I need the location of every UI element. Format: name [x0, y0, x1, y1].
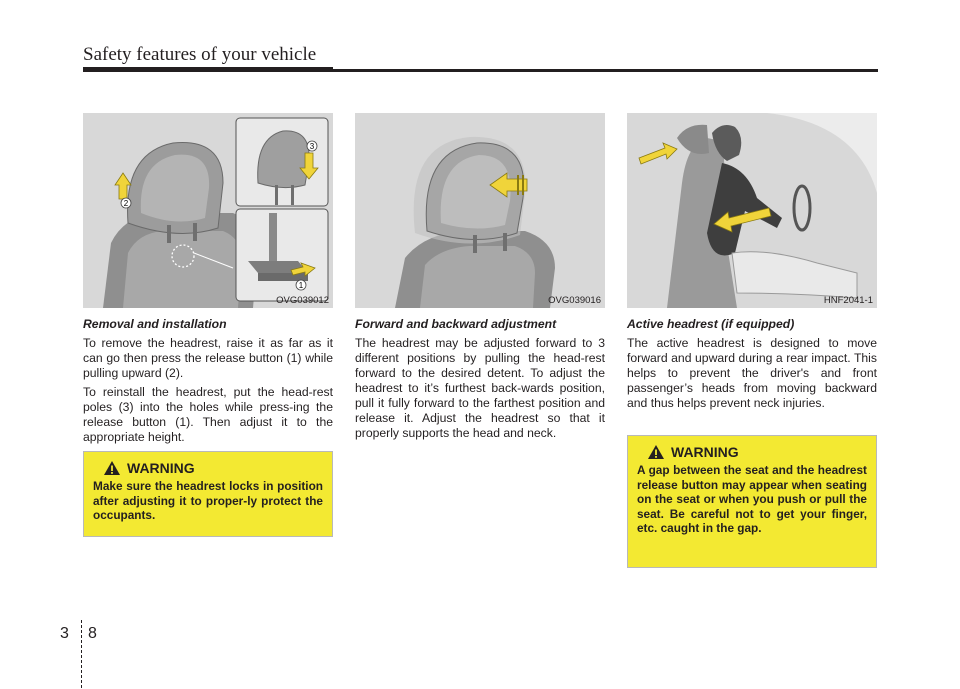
warning-header: WARNING [647, 444, 867, 460]
paragraph: To remove the headrest, raise it as far … [83, 336, 333, 380]
warning-box-headrest-lock: WARNING Make sure the headrest locks in … [83, 451, 333, 537]
figure-headrest-adjustment: OVG039016 [355, 113, 605, 308]
callout-1: 1 [299, 281, 304, 290]
section-title: Safety features of your vehicle [83, 44, 317, 65]
warning-icon [104, 461, 120, 475]
chapter-number: 3 [60, 625, 69, 642]
active-headrest-illustration [627, 113, 877, 308]
warning-title: WARNING [671, 444, 739, 460]
paragraph: To reinstall the headrest, put the head-… [83, 385, 333, 444]
callout-3: 3 [310, 142, 315, 151]
body-forward-backward: The headrest may be adjusted forward to … [355, 336, 605, 445]
figure-active-headrest: HNF2041-1 [627, 113, 877, 308]
figure-headrest-removal: 2 3 1 OVG039012 [83, 113, 333, 308]
paragraph: The active headrest is designed to move … [627, 336, 877, 410]
headrest-adjustment-illustration [355, 113, 605, 308]
warning-title: WARNING [127, 460, 195, 476]
body-active-headrest: The active headrest is designed to move … [627, 336, 877, 415]
body-removal-installation: To remove the headrest, raise it as far … [83, 336, 333, 449]
warning-text: Make sure the headrest locks in position… [93, 479, 323, 523]
heading-forward-backward: Forward and backward adjustment [355, 317, 557, 331]
headrest-removal-illustration: 2 3 1 [83, 113, 333, 308]
warning-header: WARNING [103, 460, 323, 476]
page-number-divider [81, 620, 83, 688]
figure-code: OVG039016 [548, 295, 601, 306]
heading-active-headrest: Active headrest (if equipped) [627, 317, 795, 331]
paragraph: The headrest may be adjusted forward to … [355, 336, 605, 440]
warning-text: A gap between the seat and the headrest … [637, 463, 867, 536]
warning-icon [648, 445, 664, 459]
page-number: 8 [88, 625, 97, 642]
figure-code: OVG039012 [276, 295, 329, 306]
heading-removal-installation: Removal and installation [83, 317, 227, 331]
figure-code: HNF2041-1 [823, 295, 873, 306]
header-divider [83, 69, 878, 72]
callout-2: 2 [124, 199, 129, 208]
header-divider-accent [83, 67, 333, 72]
warning-box-gap: WARNING A gap between the seat and the h… [627, 435, 877, 568]
